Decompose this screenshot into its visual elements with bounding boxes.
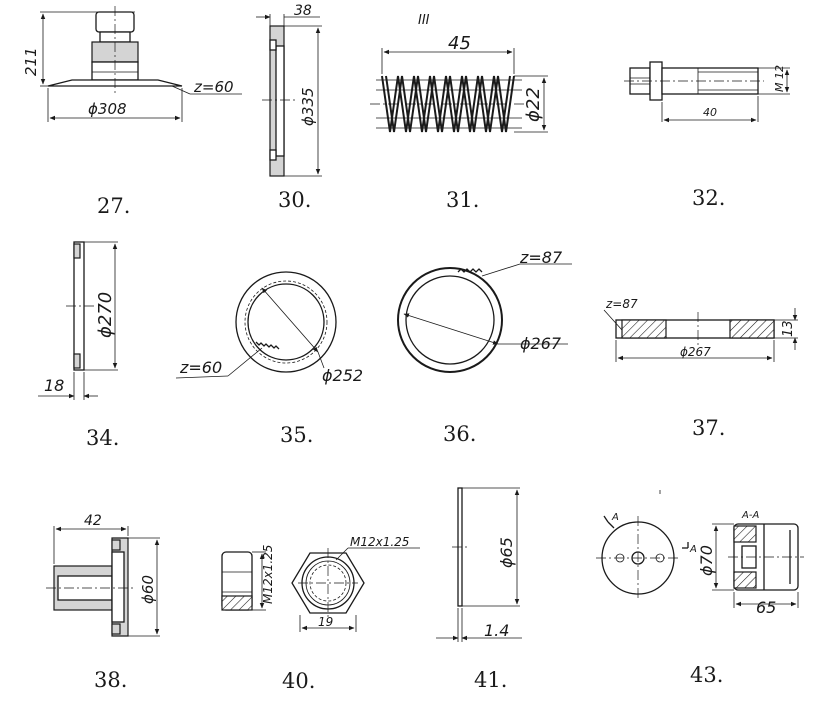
part-36: z=87 ϕ267 36. xyxy=(397,248,572,446)
part-35-gear-ring-drawing xyxy=(175,271,337,379)
part-41-thickness-dim: 1.4 xyxy=(484,621,509,640)
part-31-length-dim: 45 xyxy=(448,33,471,54)
part-37-teeth-dim: z=87 xyxy=(605,297,638,311)
part-41: ϕ65 1.4 41. xyxy=(436,487,522,692)
part-38: 42 ϕ60 38. xyxy=(46,513,160,692)
part-37-diameter-dim: ϕ267 xyxy=(680,345,711,359)
part-41-washer-drawing xyxy=(436,487,522,642)
part-38-length-dim: 42 xyxy=(84,513,102,529)
part-35-number: 35. xyxy=(280,423,313,447)
part-37-number: 37. xyxy=(692,416,725,440)
part-35: z=60 ϕ252 35. xyxy=(175,271,363,447)
part-38-bushing-drawing xyxy=(46,526,160,637)
sheet-mark: III xyxy=(418,13,430,28)
part-34-number: 34. xyxy=(86,426,119,450)
part-40-across-flats-dim: 19 xyxy=(318,615,333,629)
part-38-number: 38. xyxy=(94,668,127,692)
part-40-top-thread-dim: M12x1.25 xyxy=(350,535,409,549)
part-30-ring-section-drawing xyxy=(256,14,322,177)
part-43-section-label: A-A xyxy=(741,510,759,521)
part-41-number: 41. xyxy=(474,668,507,692)
part-43-disc-front-view-drawing xyxy=(596,490,689,600)
part-34: 18 ϕ270 34. xyxy=(38,241,119,450)
part-35-diameter-dim: ϕ252 xyxy=(322,366,363,385)
part-36-teeth-dim: z=87 xyxy=(519,248,563,267)
part-27-number: 27. xyxy=(97,194,130,218)
part-41-diameter-dim: ϕ65 xyxy=(497,537,516,568)
part-40-nut-drawing xyxy=(221,547,420,632)
part-31-number: 31. xyxy=(446,188,479,212)
part-40-number: 40. xyxy=(282,669,315,693)
part-37-disc-section-drawing xyxy=(603,308,798,362)
part-30-thickness-dim: 38 xyxy=(294,3,312,19)
part-32: 40 M 12 32. xyxy=(624,61,790,210)
part-31: 45 ϕ22 31. xyxy=(370,33,548,212)
part-43-section-mark-right: A xyxy=(689,544,697,555)
part-32-length-dim: 40 xyxy=(703,106,717,119)
part-43-section-mark-left: A xyxy=(611,512,619,523)
part-34-thickness-dim: 18 xyxy=(44,376,64,395)
part-36-diameter-dim: ϕ267 xyxy=(520,334,562,353)
part-35-teeth-dim: z=60 xyxy=(179,358,222,377)
part-40-side-thread-dim: M12x1.25 xyxy=(261,545,275,604)
part-43: A A A-A ϕ70 65 43. xyxy=(596,490,804,687)
part-31-spring-drawing xyxy=(370,48,548,133)
part-30-number: 30. xyxy=(278,188,311,212)
part-36-gear-disc-drawing xyxy=(397,263,572,373)
part-43-length-dim: 65 xyxy=(756,598,776,617)
part-30-diameter-dim: ϕ335 xyxy=(299,87,317,126)
part-43-diameter-dim: ϕ70 xyxy=(697,545,716,576)
part-27-diameter-dim: ϕ308 xyxy=(88,100,127,118)
part-27-shaft-flange-drawing xyxy=(40,6,242,122)
part-32-number: 32. xyxy=(692,186,725,210)
part-43-number: 43. xyxy=(690,663,723,687)
part-36-number: 36. xyxy=(443,422,476,446)
part-27: 211 ϕ308 z=60 27. xyxy=(22,6,242,218)
part-30: 38 ϕ335 30. xyxy=(256,3,322,212)
part-40: M12x1.25 M12x1.25 19 40. xyxy=(221,535,420,693)
part-31-diameter-dim: ϕ22 xyxy=(523,87,544,122)
part-32-bolt-drawing xyxy=(624,61,790,123)
part-38-diameter-dim: ϕ60 xyxy=(139,575,157,604)
part-27-height-dim: 211 xyxy=(22,47,40,76)
part-32-thread-dim: M 12 xyxy=(773,65,786,92)
part-43-section-view-drawing xyxy=(712,523,804,608)
part-34-diameter-dim: ϕ270 xyxy=(95,292,116,338)
part-34-ring-section-drawing xyxy=(38,241,118,400)
part-37: z=87 ϕ267 13 37. xyxy=(603,297,798,440)
part-37-thickness-dim: 13 xyxy=(781,320,796,337)
part-27-teeth-dim: z=60 xyxy=(193,78,234,96)
